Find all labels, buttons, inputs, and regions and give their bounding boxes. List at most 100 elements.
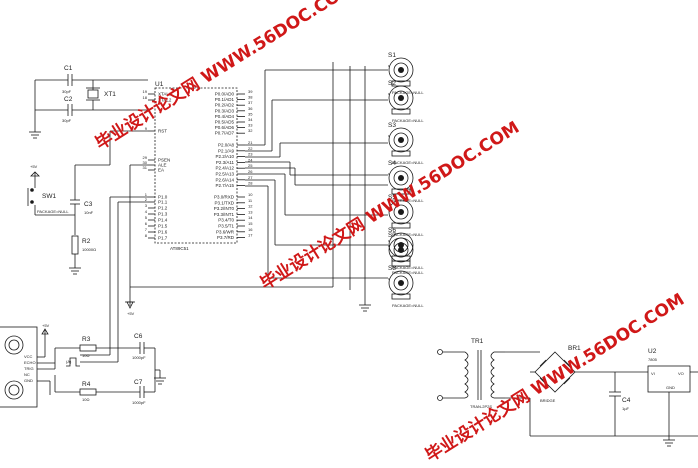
mcu-pin-number: 28 — [248, 181, 253, 186]
u2-pin-vo: VO — [678, 371, 684, 376]
mcu-pin-number: 27 — [248, 175, 253, 180]
mcu-pin-name: P1.1 — [158, 200, 168, 205]
mcu-pin-number: 30 — [143, 160, 148, 165]
speaker-package: PACKAGE=NULL — [392, 160, 424, 165]
u2-pin-gnd: GND — [666, 385, 675, 390]
mcu-pin-name: P3.2/INT0 — [214, 206, 235, 211]
c7-value: 1000pF — [132, 400, 146, 405]
r3-value: 10Ω — [82, 353, 89, 358]
c6-ref: C6 — [134, 333, 143, 340]
vcc-label-sensor: +5V — [42, 323, 50, 328]
mcu-pin-name: P3.1/TXD — [214, 200, 234, 205]
speaker-cone-icon — [388, 165, 414, 191]
speaker-base — [391, 188, 411, 195]
speaker-package: PACKAGE=NULL — [392, 232, 424, 237]
mcu-pin-name: EA — [158, 168, 164, 173]
mcu-pin-name: P2.6/A14 — [215, 177, 234, 182]
speaker-core — [398, 247, 404, 253]
mcu-pin-number: 19 — [143, 89, 148, 94]
c6-value: 1000pF — [132, 355, 146, 360]
speaker-array: S1PACKAGE=NULLS2PACKAGE=NULLS3PACKAGE=NU… — [388, 52, 424, 308]
sensor-pin-label: NC — [24, 372, 30, 377]
mcu-pin-number: 24 — [248, 157, 253, 162]
mcu-pin-number: 16 — [248, 227, 253, 232]
mcu-pin-name: P0.6/AD6 — [215, 125, 235, 130]
mcu-pin-name: P0.0/AD0 — [215, 92, 235, 97]
mcu-pin-name: P2.3/A11 — [216, 160, 235, 165]
speaker-bus — [245, 62, 388, 312]
u2-ref: U2 — [648, 348, 657, 355]
r3-ref: R3 — [82, 336, 91, 343]
c3-value: 10nF — [84, 210, 94, 215]
speaker-ring — [393, 275, 409, 291]
speaker-core — [398, 209, 404, 215]
p1-wiring: +5V — [80, 164, 333, 363]
tr1-part: TRAN-2P2S — [470, 404, 492, 409]
sensor-pin-label: VCC — [24, 354, 33, 359]
u2-part: 7805 — [648, 357, 658, 362]
mcu-pin-number: 38 — [248, 95, 253, 100]
speaker-ref: S6 — [388, 227, 396, 234]
mcu-pin-number: 29 — [143, 155, 148, 160]
mcu-pin-name: P0.2/AD2 — [215, 103, 235, 108]
mcu-pin-name: P1.0 — [158, 195, 168, 200]
mcu-pin-name: P2.1/A9 — [218, 148, 235, 153]
speaker-ref: S1 — [388, 52, 396, 59]
speaker-ref: S8 — [388, 265, 396, 272]
mcu-pin-number: 34 — [248, 117, 253, 122]
speaker-ref: S2 — [388, 80, 396, 87]
mcu-pin-name: XTAL1 — [158, 92, 172, 97]
sensor-pin-label: TRIG — [24, 366, 34, 371]
mcu-pin-name: P1.6 — [158, 230, 168, 235]
mcu-pin-name: PSEN — [158, 158, 170, 163]
vcc-label-ea: +5V — [127, 311, 135, 316]
mcu-pin-name: RST — [158, 129, 167, 134]
mcu-pin-number: 21 — [248, 140, 253, 145]
speaker-cone-icon — [388, 270, 414, 296]
mcu-pin-number: 36 — [248, 106, 253, 111]
sw1-ref: SW1 — [42, 193, 56, 200]
xt1-ref: XT1 — [104, 91, 116, 98]
mcu-pin-number: 9 — [145, 126, 148, 131]
mcu-pin-number: 31 — [143, 165, 148, 170]
mcu-pin-name: P1.4 — [158, 218, 168, 223]
speaker-package: PACKAGE=NULL — [392, 303, 424, 308]
speaker-ref: S7 — [388, 232, 396, 239]
speaker-base — [391, 293, 411, 300]
sensor-pin-label: ECHO — [24, 360, 36, 365]
mcu-pin-number: 22 — [248, 146, 253, 151]
mcu-pin-name: P0.7/AD7 — [215, 131, 235, 136]
mcu-pin-number: 5 — [145, 215, 148, 220]
mcu-pin-number: 39 — [248, 89, 253, 94]
speaker-base — [391, 222, 411, 229]
c4-value: 1µF — [622, 406, 630, 411]
speaker-core — [398, 280, 404, 286]
mcu-pin-name: P1.5 — [158, 224, 168, 229]
c3-ref: C3 — [84, 201, 93, 208]
mcu-ref: U1 — [155, 81, 164, 88]
mcu-pin-name: P0.4/AD4 — [215, 114, 235, 119]
speaker-core — [398, 137, 404, 143]
speaker-ring — [393, 242, 409, 258]
speaker-core — [398, 175, 404, 181]
mcu-pin-number: 32 — [248, 128, 253, 133]
mcu-pin-number: 1 — [145, 192, 148, 197]
mcu-pin-number: 4 — [145, 209, 148, 214]
speaker-cone-icon — [388, 57, 414, 83]
speaker-ring — [393, 132, 409, 148]
mcu-pin-name: P3.5/T1 — [218, 224, 234, 229]
mcu-pin-name: P3.7/RD — [217, 235, 235, 240]
speaker-base — [391, 108, 411, 115]
mcu-pin-number: 37 — [248, 100, 253, 105]
mcu-pin-name: P1.2 — [158, 206, 168, 211]
speaker-ref: S4 — [388, 160, 396, 167]
r2-value: 10000Ω — [82, 247, 96, 252]
mcu-pin-name: P2.0/A8 — [218, 143, 235, 148]
